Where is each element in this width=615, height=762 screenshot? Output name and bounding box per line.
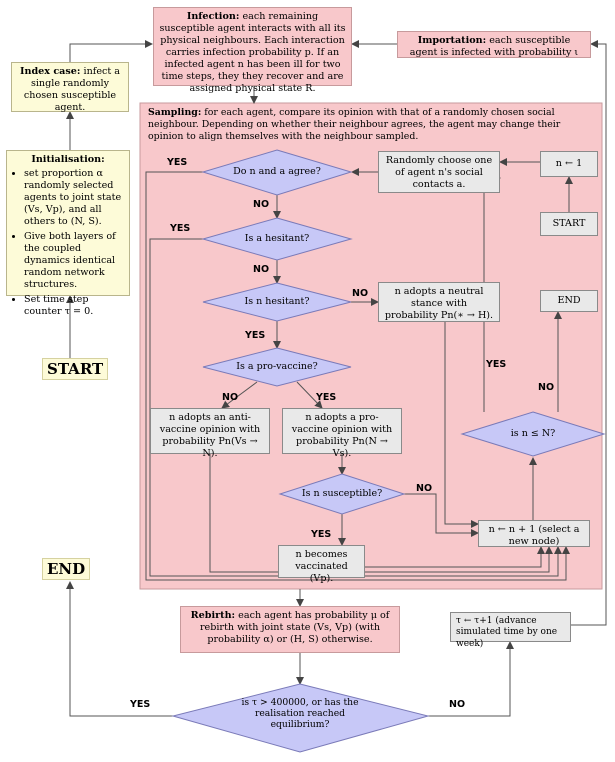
init-list: set proportion α randomly selected agent… <box>12 168 124 318</box>
yes-label: YES <box>486 359 507 370</box>
a-hesitant-text: Is a hesitant? <box>244 233 310 244</box>
init-item: set proportion α randomly selected agent… <box>24 168 124 228</box>
n-assign-box: n ← 1 <box>540 151 598 177</box>
no-label: NO <box>352 288 369 299</box>
init-head: Initialisation: <box>31 154 105 165</box>
no-label: NO <box>222 392 239 403</box>
importation-text: each susceptible agent is infected with … <box>409 35 579 58</box>
diamond-tau <box>171 683 430 753</box>
pro-text: Is a pro-vaccine? <box>236 361 318 372</box>
yes-label: YES <box>170 223 191 234</box>
index-case-text: infect a single randomly chosen suscepti… <box>23 66 120 113</box>
yes-label: YES <box>130 699 151 710</box>
rebirth-head: Rebirth: <box>190 610 236 621</box>
tau-text: is τ > 400000, or has the realisation re… <box>241 697 359 731</box>
end-big: END <box>42 558 91 580</box>
diamond-susceptible <box>278 473 406 515</box>
no-label: NO <box>538 382 555 393</box>
sampling-region <box>139 102 603 590</box>
rebirth-text: each agent has probability μ of rebirth … <box>199 610 390 645</box>
importation-head: Importation: <box>417 35 487 46</box>
n-le-N-text: is n ≤ N? <box>510 428 556 439</box>
infection-box: Infection: each remaining susceptible ag… <box>153 7 352 94</box>
yes-label: YES <box>167 157 188 168</box>
initialisation-box: Initialisation: set proportion α randoml… <box>6 150 130 317</box>
no-label: NO <box>253 199 270 210</box>
anti-box: n adopts an anti-vaccine opinion with pr… <box>150 408 270 459</box>
index-case-head: Index case: <box>20 66 81 77</box>
random-choose-box: Randomly choose one of agent n's social … <box>378 151 500 193</box>
diamond-n-hesitant <box>202 282 352 322</box>
end-small-box: END <box>540 290 598 312</box>
no-label: NO <box>449 699 466 710</box>
rebirth-box: Rebirth: each agent has probability μ of… <box>180 606 400 653</box>
init-item: Give both layers of the coupled dynamics… <box>24 231 124 291</box>
vaccinated-box: n becomes vaccinated (Vp). <box>278 545 365 584</box>
no-label: NO <box>253 264 270 275</box>
pro-box: n adopts a pro-vaccine opinion with prob… <box>282 408 402 459</box>
no-label: NO <box>416 483 433 494</box>
index-case-box: Index case: infect a single randomly cho… <box>11 62 129 113</box>
sampling-text-box: Sampling: for each agent, compare its op… <box>143 104 599 150</box>
sampling-head: Sampling: <box>148 107 202 118</box>
susceptible-text: Is n susceptible? <box>301 488 383 499</box>
diamond-a-hesitant <box>201 217 353 261</box>
infection-head: Infection: <box>186 11 240 22</box>
n-hesitant-text: Is n hesitant? <box>244 296 310 307</box>
agree-text: Do n and a agree? <box>233 166 321 177</box>
sampling-text: for each agent, compare its opinion with… <box>148 107 561 142</box>
diamond-n-le-N <box>460 411 606 457</box>
tau-inc-box: τ ← τ+1 (advance simulated time by one w… <box>450 612 571 649</box>
infection-text: each remaining susceptible agent interac… <box>159 11 346 94</box>
diamond-pro <box>202 347 352 387</box>
importation-box: Importation: each susceptible agent is i… <box>397 31 591 58</box>
diamond-agree <box>201 149 353 196</box>
start-small-box: START <box>540 212 598 236</box>
next-node-box: n ← n + 1 (select a new node) <box>478 520 590 547</box>
yes-label: YES <box>316 392 337 403</box>
neutral-box: n adopts a neutral stance with probabili… <box>378 282 500 322</box>
yes-label: YES <box>311 529 332 540</box>
init-item: Set time step counter τ = 0. <box>24 294 124 318</box>
start-big: START <box>42 358 109 380</box>
yes-label: YES <box>245 330 266 341</box>
